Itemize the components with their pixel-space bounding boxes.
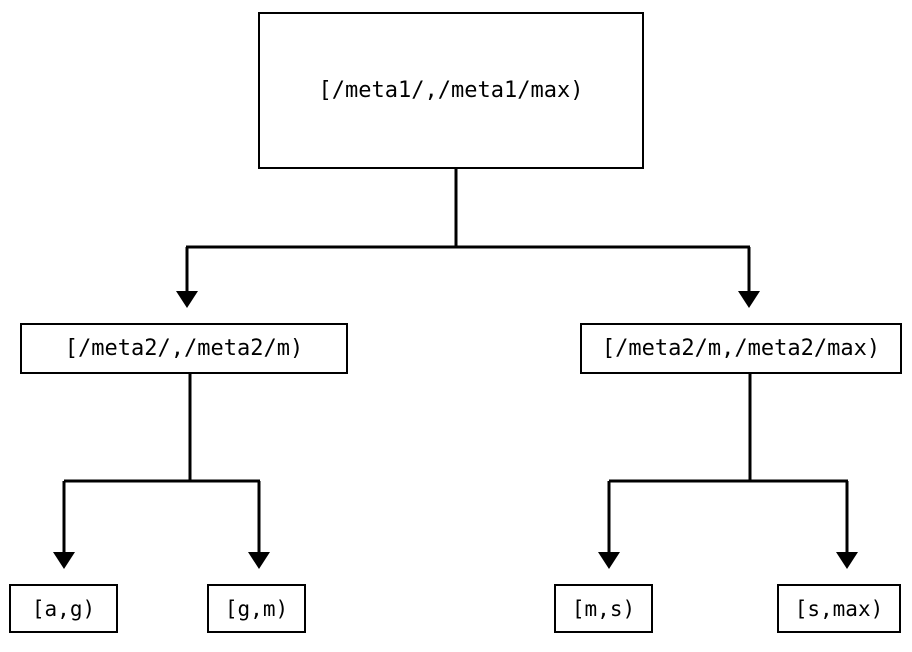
node-leaf-m-s-label: [m,s) bbox=[571, 596, 636, 621]
node-leaf-g-m-label: [g,m) bbox=[224, 596, 289, 621]
node-leaf-a-g-label: [a,g) bbox=[31, 596, 96, 621]
node-leaf-g-m[interactable]: [g,m) bbox=[207, 584, 306, 633]
node-leaf-a-g[interactable]: [a,g) bbox=[9, 584, 118, 633]
edge-mid-right-to-leaf-smax bbox=[836, 481, 858, 569]
node-root[interactable]: [/meta1/,/meta1/max) bbox=[258, 12, 644, 169]
edge-mid-right-to-leaf-ms bbox=[598, 481, 620, 569]
edge-mid-right-to-bus bbox=[609, 373, 848, 483]
node-mid-left-label: [/meta2/,/meta2/m) bbox=[64, 336, 304, 361]
node-leaf-s-max[interactable]: [s,max) bbox=[777, 584, 901, 633]
edge-mid-left-to-leaf-ag bbox=[53, 481, 75, 569]
edge-root-to-mid-right bbox=[738, 247, 760, 308]
edge-mid-left-to-leaf-gm bbox=[248, 481, 270, 569]
node-mid-right[interactable]: [/meta2/m,/meta2/max) bbox=[580, 323, 902, 374]
node-leaf-m-s[interactable]: [m,s) bbox=[554, 584, 653, 633]
edge-mid-left-to-bus bbox=[64, 373, 260, 483]
node-mid-right-label: [/meta2/m,/meta2/max) bbox=[601, 336, 881, 361]
node-root-label: [/meta1/,/meta1/max) bbox=[318, 78, 584, 103]
node-leaf-s-max-label: [s,max) bbox=[794, 596, 884, 621]
edge-root-to-mid-left bbox=[176, 247, 198, 308]
node-mid-left[interactable]: [/meta2/,/meta2/m) bbox=[20, 323, 348, 374]
